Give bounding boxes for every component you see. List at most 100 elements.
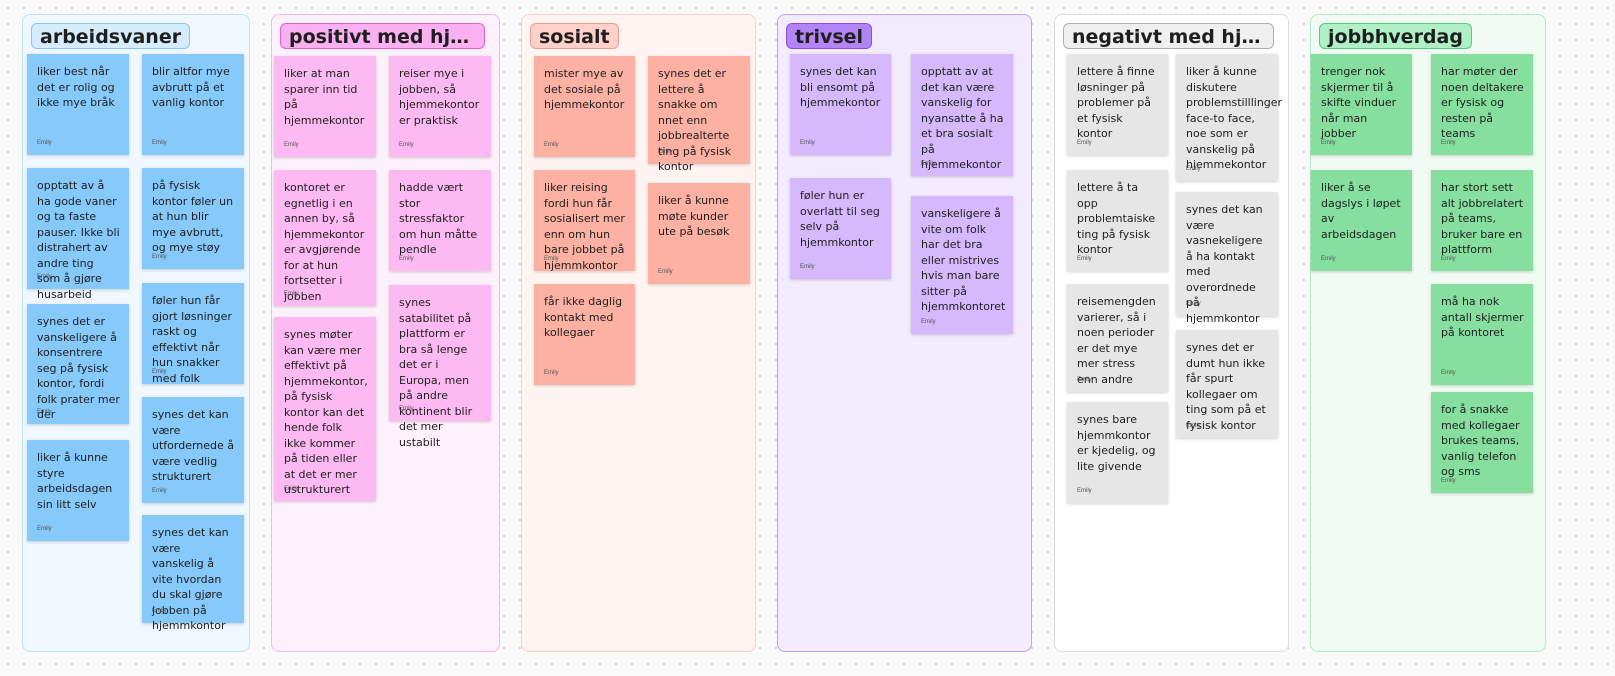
sticky-author: Emily [1441,140,1456,146]
sticky-note[interactable]: liker at man sparer inn tid på hjemmekon… [274,56,376,157]
sticky-author: Emily [399,406,414,412]
sticky-author: Emily [658,149,673,155]
sticky-note[interactable]: kontoret er egnetlig i en annen by, så h… [274,170,376,306]
sticky-note[interactable]: reiser mye i jobben, så hjemmekontor er … [389,56,491,157]
sticky-note[interactable]: liker reising fordi hun får sosialisert … [534,170,635,272]
sticky-author: Emily [1441,370,1456,376]
sticky-text: synes møter kan være mer effektivt på hj… [284,328,368,496]
sticky-text: reisemengden varierer, så i noen periode… [1077,295,1156,386]
sticky-text: opptatt av at det kan være vanskelig for… [921,65,1004,171]
sticky-text: liker reising fordi hun får sosialisert … [544,181,625,272]
sticky-text: synes det kan være vasnekeligere å ha ko… [1186,203,1263,325]
sticky-note[interactable]: synes satabilitet på plattform er bra så… [389,285,491,449]
section-title[interactable]: negativt med hjemmekontor [1063,23,1274,49]
sticky-text: har møter der noen deltakere er fysisk o… [1441,65,1524,140]
section-title[interactable]: trivsel [786,23,873,49]
sticky-note[interactable]: synes det er lettere å snakke om nnet en… [648,56,750,173]
section-title[interactable]: sosialt [530,23,619,49]
sticky-note[interactable]: opptatt av at det kan være vanskelig for… [911,54,1013,176]
section-title[interactable]: jobbhverdag [1319,23,1472,49]
sticky-author: Emily [800,264,815,270]
sticky-author: Emily [921,161,936,167]
sticky-note[interactable]: liker best når det er rolig og ikke mye … [27,54,129,155]
sticky-note[interactable]: synes det kan være vanskelig å vite hvor… [142,515,244,632]
sticky-author: Emily [284,486,299,492]
sticky-author: Emily [1077,256,1092,262]
sticky-author: Emily [1077,140,1092,146]
sticky-note[interactable]: synes møter kan være mer effektivt på hj… [274,317,376,501]
sticky-text: føler hun får gjort løsninger raskt og e… [152,294,232,385]
sticky-note[interactable]: mister mye av det sosiale på hjemmekonto… [534,56,635,157]
sticky-text: føler hun er overlatt til seg selv på hj… [800,189,880,249]
sticky-text: liker best når det er rolig og ikke mye … [37,65,115,109]
sticky-note[interactable]: reisemengden varierer, så i noen periode… [1067,284,1168,392]
sticky-note[interactable]: føler hun er overlatt til seg selv på hj… [790,178,891,279]
sticky-text: liker å se dagslys i løpet av arbeidsdag… [1321,181,1401,241]
sticky-author: Emily [544,256,559,262]
sticky-text: synes det kan være vanskelig å vite hvor… [152,526,229,632]
sticky-text: må ha nok antall skjermer på kontoret [1441,295,1524,339]
section-title[interactable]: arbeidsvaner [31,23,191,49]
sticky-author: Emily [284,291,299,297]
sticky-note[interactable]: vanskeligere å vite om folk har det bra … [911,196,1013,334]
sticky-text: lettere å ta opp problemtaiske ting på f… [1077,181,1156,256]
sticky-text: liker å kunne diskutere problemstillling… [1186,65,1283,171]
sticky-text: mister mye av det sosiale på hjemmekonto… [544,67,625,111]
sticky-author: Emily [37,526,52,532]
sticky-note[interactable]: føler hun får gjort løsninger raskt og e… [142,283,244,385]
sticky-author: Emily [921,319,936,325]
sticky-author: Emily [37,409,52,415]
sticky-note[interactable]: liker å kunne styre arbeidsdagen sin lit… [27,440,129,541]
sticky-note[interactable]: synes bare hjemmkontor er kjedelig, og l… [1067,402,1168,503]
sticky-note[interactable]: på fysisk kontor føler un at hun blir my… [142,168,244,269]
sticky-author: Emily [1186,166,1201,172]
sticky-author: Emily [1186,301,1201,307]
sticky-note[interactable]: blir altfor mye avbrutt på et vanlig kon… [142,54,244,155]
sticky-author: Emily [1186,423,1201,429]
sticky-text: for å snakke med kollegaer brukes teams,… [1441,403,1520,478]
sticky-note[interactable]: liker å se dagslys i løpet av arbeidsdag… [1311,170,1412,271]
sticky-note[interactable]: liker å kunne diskutere problemstillling… [1176,54,1283,181]
section-title[interactable]: positivt med hjemmekontor [280,23,485,49]
sticky-text: får ikke daglig kontakt med kollegaer [544,295,623,339]
sticky-text: liker å kunne styre arbeidsdagen sin lit… [37,451,113,511]
sticky-author: Emily [1077,488,1092,494]
sticky-text: synes det kan være utfordernede å være v… [152,408,235,483]
sticky-note[interactable]: synes det er dumt hun ikke får spurt kol… [1176,330,1278,438]
sticky-author: Emily [37,140,52,146]
sticky-note[interactable]: hadde vært stor stressfaktor om hun mått… [389,170,491,271]
sticky-note[interactable]: lettere å finne løsninger på problemer p… [1067,54,1168,155]
sticky-note[interactable]: synes det kan være vasnekeligere å ha ko… [1176,192,1278,325]
sticky-author: Emily [1321,256,1336,262]
sticky-author: Emily [284,142,299,148]
sticky-note[interactable]: synes det kan være utfordernede å være v… [142,397,244,503]
sticky-text: liker at man sparer inn tid på hjemmekon… [284,67,365,127]
sticky-text: synes satabilitet på plattform er bra så… [399,296,473,449]
sticky-note[interactable]: har stort sett alt jobbrelatert på teams… [1431,170,1533,271]
sticky-note[interactable]: trenger nok skjermer til å skifte vindue… [1311,54,1412,155]
sticky-author: Emily [1077,377,1092,383]
sticky-text: reiser mye i jobben, så hjemmekontor er … [399,67,480,127]
sticky-author: Emily [800,140,815,146]
sticky-author: Emily [399,256,414,262]
sticky-text: opptatt av å ha gode vaner og ta faste p… [37,179,120,301]
sticky-author: Emily [658,269,673,275]
sticky-author: Emily [152,608,167,614]
sticky-text: synes det er lettere å snakke om nnet en… [658,67,732,173]
sticky-note[interactable]: lettere å ta opp problemtaiske ting på f… [1067,170,1168,271]
sticky-text: liker å kunne møte kunder ute på besøk [658,194,730,238]
sticky-author: Emily [544,370,559,376]
sticky-note[interactable]: synes det er vanskeligere å konsentrere … [27,304,129,424]
sticky-note[interactable]: synes det kan bli ensomt på hjemmekontor… [790,54,891,155]
sticky-author: Emily [37,274,52,280]
sticky-text: kontoret er egnetlig i en annen by, så h… [284,181,365,303]
sticky-note[interactable]: opptatt av å ha gode vaner og ta faste p… [27,168,129,301]
sticky-text: vanskeligere å vite om folk har det bra … [921,207,1006,313]
sticky-note[interactable]: har møter der noen deltakere er fysisk o… [1431,54,1533,155]
sticky-text: synes bare hjemmkontor er kjedelig, og l… [1077,413,1156,473]
sticky-note[interactable]: for å snakke med kollegaer brukes teams,… [1431,392,1533,493]
sticky-text: trenger nok skjermer til å skifte vindue… [1321,65,1397,140]
